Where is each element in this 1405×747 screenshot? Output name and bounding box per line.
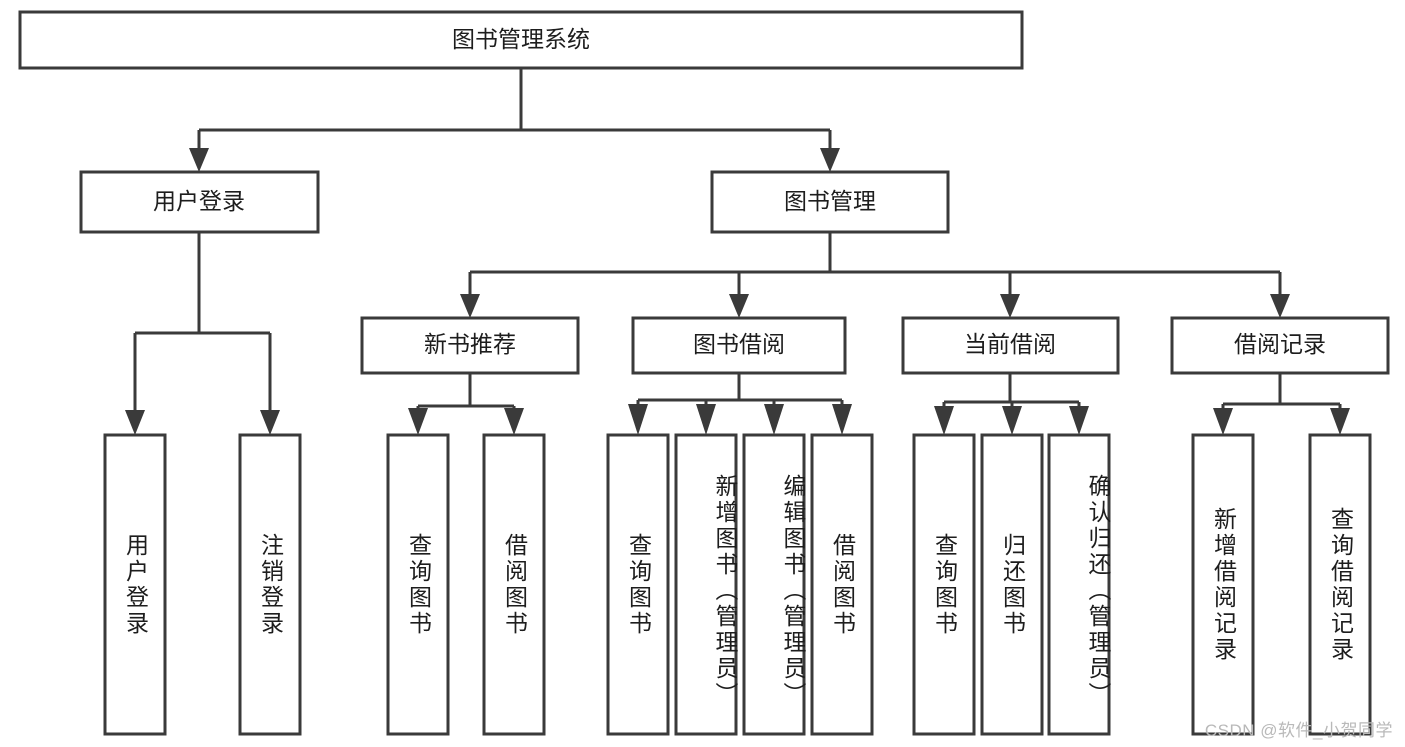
node-root-box[interactable] bbox=[18, 10, 1024, 70]
leaf-box-confirm-return[interactable] bbox=[1047, 433, 1111, 736]
leaf-box-query-book-3[interactable] bbox=[912, 433, 976, 736]
arrow-head-bookborrow-leaf-3 bbox=[764, 404, 784, 435]
arrow-head-currentborrow-leaf-2 bbox=[1002, 406, 1022, 435]
node-current-borrow-label: 当前借阅 bbox=[964, 331, 1056, 357]
arrow-head-currentborrow-leaf-3 bbox=[1069, 406, 1089, 435]
arrow-head-newbook-leaf-1 bbox=[408, 408, 428, 435]
arrow-head-book-manage bbox=[820, 148, 840, 172]
arrow-head-book-borrow bbox=[729, 294, 749, 318]
leaf-box-query-book-2[interactable] bbox=[606, 433, 670, 736]
leaf-box-add-record[interactable] bbox=[1191, 433, 1255, 736]
leaf-box-add-book[interactable] bbox=[674, 433, 738, 736]
leaf-box-logout[interactable] bbox=[238, 433, 302, 736]
node-borrow-record-label: 借阅记录 bbox=[1234, 331, 1326, 357]
arrow-head-newbook-leaf-2 bbox=[504, 408, 524, 435]
node-user-login-box[interactable] bbox=[79, 170, 320, 234]
connector-group-current-borrow bbox=[934, 373, 1089, 435]
node-current-borrow-box[interactable] bbox=[901, 316, 1120, 375]
node-new-book-recommend-label: 新书推荐 bbox=[424, 331, 516, 357]
node-user-login-label: 用户登录 bbox=[153, 188, 245, 214]
leaf-box-user-login[interactable] bbox=[103, 433, 167, 736]
leaf-box-query-record[interactable] bbox=[1308, 433, 1372, 736]
node-root-label: 图书管理系统 bbox=[452, 26, 590, 52]
connector-group-book-manage bbox=[460, 232, 1290, 318]
arrow-head-borrowrecord-leaf-1 bbox=[1213, 408, 1233, 435]
connector-group-borrow-record bbox=[1213, 373, 1350, 435]
leaf-box-query-book-1[interactable] bbox=[386, 433, 450, 736]
node-root[interactable]: 图书管理系统 bbox=[18, 10, 1024, 70]
arrow-head-bookborrow-leaf-2 bbox=[696, 404, 716, 435]
connector-group-new-book bbox=[408, 373, 524, 435]
node-new-book-recommend-box[interactable] bbox=[360, 316, 580, 375]
leaf-box-borrow-book-2[interactable] bbox=[810, 433, 874, 736]
arrow-head-current-borrow bbox=[1000, 294, 1020, 318]
arrow-head-new-book bbox=[460, 294, 480, 318]
node-book-borrow[interactable]: 图书借阅 bbox=[631, 316, 847, 375]
node-book-manage[interactable]: 图书管理 bbox=[710, 170, 950, 234]
connector-group-user-login bbox=[125, 232, 280, 435]
arrow-head-bookborrow-leaf-4 bbox=[832, 404, 852, 435]
node-book-manage-label: 图书管理 bbox=[784, 188, 876, 214]
arrow-head-borrowrecord-leaf-2 bbox=[1330, 408, 1350, 435]
leaf-box-borrow-book-1[interactable] bbox=[482, 433, 546, 736]
arrow-head-leaf-logout bbox=[260, 410, 280, 435]
leaf-box-return-book[interactable] bbox=[980, 433, 1044, 736]
leaf-box-edit-book[interactable] bbox=[742, 433, 806, 736]
arrow-head-bookborrow-leaf-1 bbox=[628, 404, 648, 435]
watermark-text: CSDN @软件_小贺同学 bbox=[1204, 721, 1393, 740]
node-new-book-recommend[interactable]: 新书推荐 bbox=[360, 316, 580, 375]
connector-group-book-borrow bbox=[628, 373, 852, 435]
connector-group-root bbox=[189, 68, 840, 172]
node-book-borrow-label: 图书借阅 bbox=[693, 331, 785, 357]
node-borrow-record-box[interactable] bbox=[1170, 316, 1390, 375]
node-user-login[interactable]: 用户登录 bbox=[79, 170, 320, 234]
arrow-head-leaf-user-login bbox=[125, 410, 145, 435]
node-book-borrow-box[interactable] bbox=[631, 316, 847, 375]
arrow-head-user-login bbox=[189, 148, 209, 172]
arrow-head-currentborrow-leaf-1 bbox=[934, 406, 954, 435]
node-current-borrow[interactable]: 当前借阅 bbox=[901, 316, 1120, 375]
node-book-manage-box[interactable] bbox=[710, 170, 950, 234]
node-borrow-record[interactable]: 借阅记录 bbox=[1170, 316, 1390, 375]
arrow-head-borrow-record bbox=[1270, 294, 1290, 318]
